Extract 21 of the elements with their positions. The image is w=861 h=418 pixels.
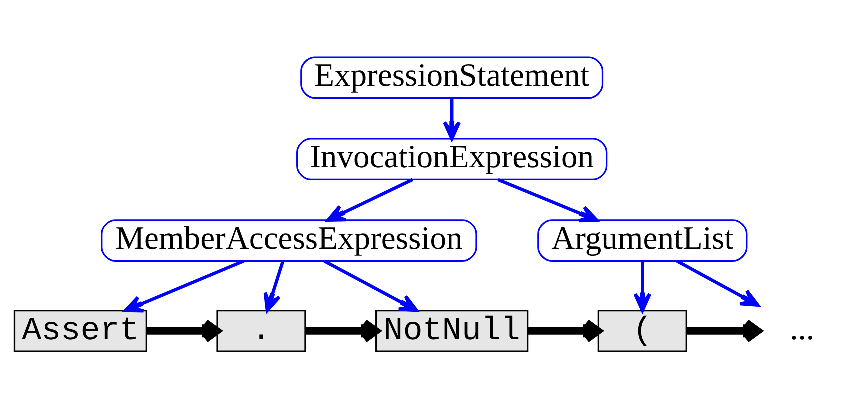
arrow (324, 260, 418, 312)
node-box: ( (598, 310, 688, 352)
arrow (147, 319, 221, 344)
arrow (326, 178, 414, 222)
node-box: MemberAccessExpression (101, 220, 478, 262)
arrow (528, 319, 602, 344)
arrow (676, 260, 760, 307)
node-box: Assert (14, 310, 148, 352)
arrow (498, 178, 599, 223)
arrow (443, 98, 462, 141)
node-text: ... (790, 311, 814, 348)
arrow (306, 319, 380, 344)
node-box: ArgumentList (538, 220, 748, 262)
node-box: . (216, 310, 306, 352)
node-box: InvocationExpression (296, 138, 608, 180)
arrow (634, 261, 652, 312)
arrow (686, 319, 762, 344)
node-box: ExpressionStatement (300, 56, 604, 100)
arrow (124, 260, 245, 313)
arrow (264, 260, 285, 312)
node-box: NotNull (376, 310, 529, 352)
